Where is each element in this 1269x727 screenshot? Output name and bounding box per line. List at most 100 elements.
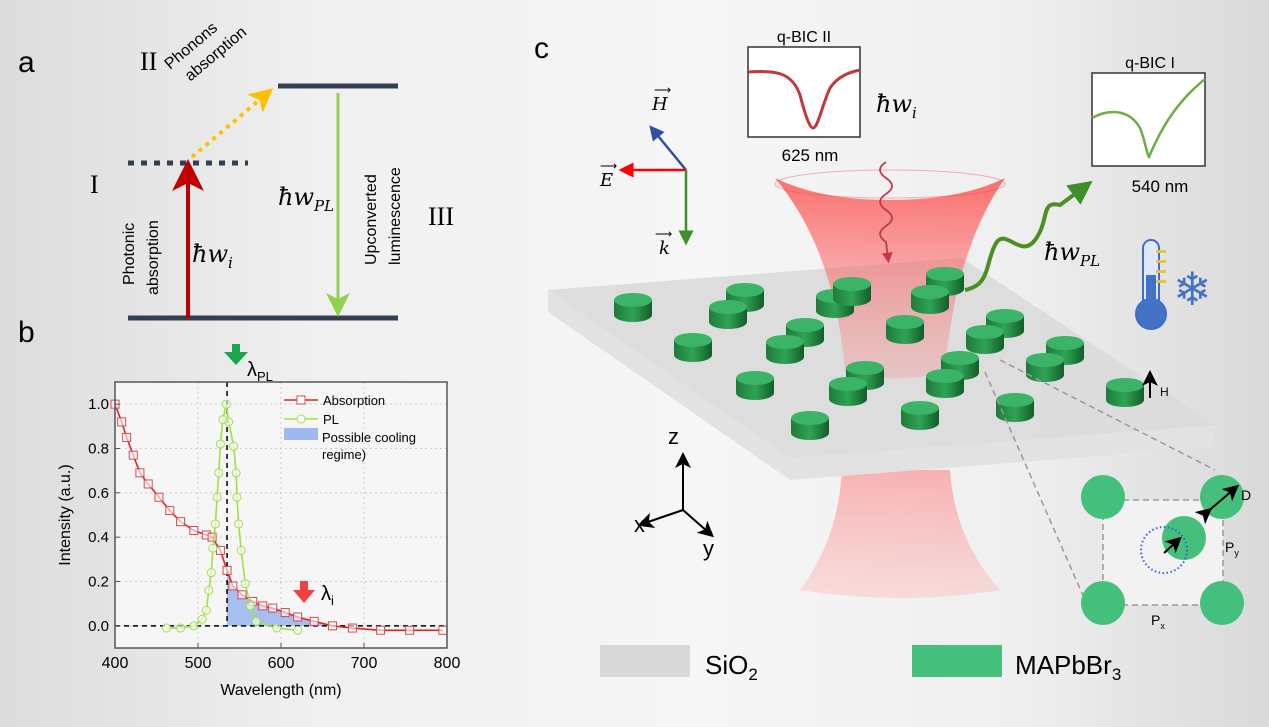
y-axis [682, 509, 715, 538]
qbic-i-curve [1091, 78, 1206, 160]
absorption-point [122, 432, 132, 442]
luminescence-word: luminescence [387, 167, 404, 265]
absorption-point [135, 468, 145, 478]
photonic-word: Photonic [121, 223, 138, 285]
emitted-photon-wave [964, 180, 1093, 292]
h-vector [649, 125, 687, 171]
pl-point [272, 623, 282, 633]
incident-photon-wave [879, 161, 893, 264]
mapbbr3-swatch [912, 645, 1002, 677]
pl-point [210, 519, 220, 529]
px-label: Px [1151, 612, 1165, 631]
legend-pl-marker [296, 414, 306, 424]
pl-point [197, 614, 207, 624]
label-II: II [140, 47, 157, 76]
absorption-point [176, 517, 186, 527]
hw-pl-label: ħwPL [1044, 238, 1100, 270]
pillar-top [1046, 336, 1084, 350]
qbic-ii-inset: q-BIC II 625 nm [747, 29, 861, 165]
pl-point [189, 621, 199, 631]
e-label: E [599, 170, 613, 191]
qbic-i-title: q-BIC I [1125, 55, 1175, 72]
pl-point [251, 616, 261, 626]
phonon-arrow [190, 88, 274, 159]
absorption-point [293, 612, 303, 622]
photonic-absorption-label: Photonic absorption [121, 220, 162, 295]
sio2-label: SiO2 [705, 650, 758, 684]
transmitted-beam [800, 470, 1000, 598]
vector-arrow-icon: ⟶ [655, 227, 672, 241]
pl-point [240, 579, 250, 589]
diameter-arrow [1194, 484, 1240, 525]
x-tick-label: 600 [268, 655, 295, 672]
x-tick-label: 400 [102, 655, 129, 672]
y-tick-label: 0.0 [88, 618, 109, 635]
pillar-top [766, 335, 804, 349]
pillar-top [996, 393, 1034, 407]
k-label: k [659, 238, 670, 259]
y-tick-label: 1.0 [88, 396, 109, 413]
pillar-top [1106, 378, 1144, 392]
x-label: x [634, 512, 645, 537]
panel-label-c: c [534, 32, 549, 65]
qbic-i-wavelength: 540 nm [1132, 177, 1189, 196]
legend: Absorption PL Possible cooling regime) [284, 393, 416, 462]
pillar-top [1026, 353, 1064, 367]
absorption-point [258, 601, 268, 611]
pillar-top [926, 369, 964, 383]
pl-point [176, 623, 186, 633]
pl-point [206, 568, 216, 578]
absorption-point [228, 581, 238, 591]
pillar-top [829, 377, 867, 391]
unit-cell-pillar [1081, 475, 1125, 519]
field-vectors: H ⟶ E ⟶ k ⟶ [599, 83, 694, 259]
absorption-point [215, 545, 225, 555]
pl-point [161, 623, 171, 633]
qbic-i-box [1091, 72, 1206, 167]
panel-label-a: a [18, 46, 35, 79]
pl-point [201, 605, 211, 615]
pillar-top [941, 351, 979, 365]
lambda-pl-down-arrow-icon [224, 344, 248, 365]
diameter-label: D [1241, 487, 1251, 503]
y-tick-label: 0.2 [88, 574, 109, 591]
absorption-point [327, 621, 337, 631]
absorption-point [347, 623, 357, 633]
absorption-point [280, 608, 290, 618]
pillar-top [614, 293, 652, 307]
absorption-point [143, 479, 153, 489]
beam-rim [774, 169, 1006, 199]
absorption-point [405, 625, 415, 635]
displacement-arrow [1163, 536, 1182, 554]
material-legend: SiO2 MAPbBr3 [600, 645, 1121, 684]
pillar-top [926, 267, 964, 281]
pillar-top [791, 411, 829, 425]
pl-point [236, 545, 246, 555]
absorption-point [207, 532, 217, 542]
legend-cooling-swatch [284, 428, 318, 440]
label-I: I [90, 170, 99, 199]
y-label: y [703, 536, 714, 561]
zoom-guide-line [984, 371, 1086, 601]
pillar-top [846, 361, 884, 375]
absorption-point [268, 603, 278, 613]
lambda-pl-label: λPL [247, 359, 273, 384]
pl-point [214, 468, 224, 478]
qbic-ii-curve [747, 68, 861, 130]
h-label: H [651, 94, 668, 115]
pl-point [234, 519, 244, 529]
qbic-ii-wavelength: 625 nm [782, 146, 839, 165]
sio2-swatch [600, 645, 690, 677]
pl-point [215, 439, 225, 449]
vector-arrow-icon: ⟶ [600, 159, 617, 173]
unit-cell-pillar [1200, 581, 1244, 625]
absorption-point [189, 526, 199, 536]
excitation-beam [775, 178, 1005, 379]
y-tick-label: 0.4 [88, 529, 109, 546]
legend-absorption-label: Absorption [323, 393, 385, 408]
height-label: H [1160, 385, 1169, 399]
pl-point [212, 492, 222, 502]
upconverted-word: Upconverted [363, 174, 380, 265]
upconverted-luminescence-label: Upconverted luminescence [363, 167, 404, 265]
